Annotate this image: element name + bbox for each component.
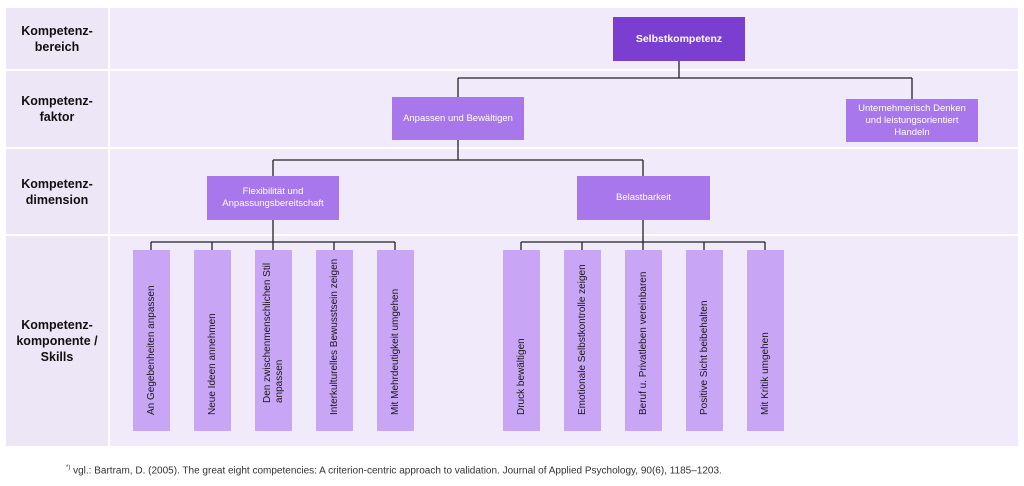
row-label-text: Kompetenz- dimension — [21, 176, 93, 207]
row-label-komponente: Kompetenz- komponente / Skills — [6, 236, 108, 446]
skill-label: Interkulturelles Bewusstsein zeigen — [328, 258, 340, 415]
skill-box: Mit Kritik umgehen — [747, 250, 784, 431]
skill-label: Druck bewältigen — [515, 338, 527, 415]
row-label-bereich: Kompetenz- bereich — [6, 8, 108, 69]
node-label: Anpassen und Bewältigen — [403, 112, 513, 124]
footnote-marker: *) — [66, 465, 71, 471]
node-dimension-flexibilitaet: Flexibilität und Anpassungsbereitschaft — [207, 176, 339, 220]
footnote: *) vgl.: Bartram, D. (2005). The great e… — [66, 465, 722, 476]
skill-box: Positive Sicht beibehalten — [686, 250, 723, 431]
row-label-text: Kompetenz- bereich — [21, 23, 93, 54]
skill-label: Neue Ideen annehmen — [206, 313, 218, 415]
skill-box: Mit Mehrdeutigkeit umgehen — [377, 250, 414, 431]
skill-label: Positive Sicht beibehalten — [698, 300, 710, 415]
skill-label: Mit Mehrdeutigkeit umgehen — [389, 288, 401, 415]
node-label: Belastbarkeit — [616, 192, 671, 203]
skill-label: Beruf u. Privatleben vereinbaren — [637, 271, 649, 415]
skill-label: An Gegebenheiten anpassen — [145, 285, 157, 415]
footnote-text: vgl.: Bartram, D. (2005). The great eigh… — [70, 465, 722, 477]
row-band-bereich — [110, 8, 1018, 69]
skill-box: Beruf u. Privatleben vereinbaren — [625, 250, 662, 431]
skill-box: An Gegebenheiten anpassen — [133, 250, 170, 431]
skill-box: Emotionale Selbstkontrolle zeigen — [564, 250, 601, 431]
skill-label: Mit Kritik umgehen — [759, 332, 771, 415]
node-factor-anpassen: Anpassen und Bewältigen — [392, 97, 524, 140]
node-selbstkompetenz: Selbstkompetenz — [613, 17, 745, 61]
node-factor-unternehmerisch: Unternehmerisch Denken und leistungsorie… — [846, 99, 978, 142]
node-label: Unternehmerisch Denken und leistungsorie… — [858, 102, 966, 138]
skill-box: Neue Ideen annehmen — [194, 250, 231, 431]
node-label: Selbstkompetenz — [635, 33, 723, 45]
skill-label: Emotionale Selbstkontrolle zeigen — [576, 264, 588, 415]
skill-box: Druck bewältigen — [503, 250, 540, 431]
node-dimension-belastbarkeit: Belastbarkeit — [577, 176, 710, 220]
skill-box: Interkulturelles Bewusstsein zeigen — [316, 250, 353, 431]
row-label-text: Kompetenz- komponente / Skills — [16, 318, 98, 364]
node-label: Flexibilität und Anpassungsbereitschaft — [222, 186, 324, 209]
skill-label: Den zwischenmenschlichen Stil anpassen — [261, 262, 285, 403]
skill-box: Den zwischenmenschlichen Stil anpassen — [255, 250, 292, 431]
row-label-faktor: Kompetenz- faktor — [6, 71, 108, 147]
row-label-dimension: Kompetenz- dimension — [6, 149, 108, 234]
row-label-text: Kompetenz- faktor — [21, 94, 93, 124]
